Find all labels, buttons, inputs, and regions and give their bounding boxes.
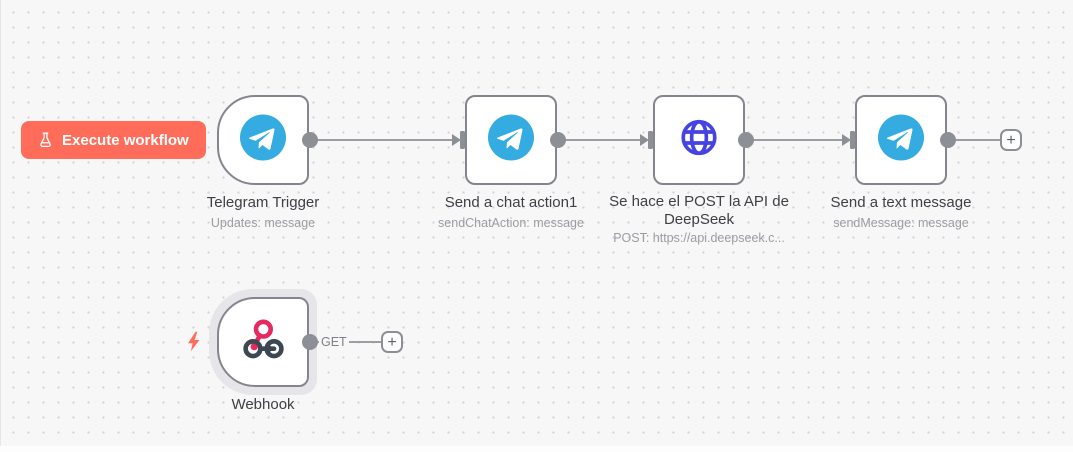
node-title: Send a chat action1	[444, 194, 578, 211]
node-subtitle: sendMessage: message	[833, 216, 969, 230]
node-send-text-message[interactable]	[855, 95, 947, 185]
node-subtitle: sendChatAction: message	[438, 216, 584, 230]
connection-arrow-icon	[452, 134, 461, 146]
node-title: Se hace el POST la API de DeepSeek	[609, 193, 789, 228]
node-send-chat-action[interactable]	[465, 95, 557, 185]
input-port	[460, 131, 465, 149]
node-title: Webhook	[231, 396, 295, 413]
output-connector[interactable]	[302, 132, 318, 148]
telegram-icon	[488, 114, 534, 166]
webhook-method-label: GET	[319, 334, 349, 350]
execute-workflow-button[interactable]: Execute workflow	[21, 121, 206, 159]
node-webhook[interactable]	[217, 297, 309, 387]
lightning-bolt-icon	[186, 331, 201, 357]
node-subtitle: Updates: message	[210, 216, 316, 230]
node-title: Send a text message	[830, 194, 972, 211]
output-connector[interactable]	[550, 132, 566, 148]
connection-arrow-icon	[640, 134, 649, 146]
connection-wire	[950, 139, 1002, 141]
plus-icon: +	[1006, 131, 1016, 149]
plus-icon: +	[387, 333, 397, 351]
globe-icon	[677, 116, 721, 165]
output-connector[interactable]	[738, 132, 754, 148]
node-title: Telegram Trigger	[206, 194, 320, 211]
output-connector[interactable]	[302, 334, 318, 350]
connection-wire	[748, 139, 842, 141]
canvas-edge-divider	[0, 0, 1, 452]
telegram-icon	[240, 114, 286, 166]
telegram-icon	[878, 114, 924, 166]
node-subtitle: POST: https://api.deepseek.c...	[613, 231, 785, 245]
node-telegram-trigger[interactable]	[217, 95, 309, 185]
input-port	[850, 131, 855, 149]
execute-workflow-label: Execute workflow	[62, 131, 189, 149]
webhook-icon	[240, 317, 286, 368]
input-port	[648, 131, 653, 149]
canvas-bottom-strip	[0, 446, 1073, 452]
output-connector[interactable]	[940, 132, 956, 148]
connection-arrow-icon	[842, 134, 851, 146]
add-node-button[interactable]: +	[1000, 129, 1022, 151]
node-http-request[interactable]	[653, 95, 745, 185]
add-node-button[interactable]: +	[381, 331, 403, 353]
flask-icon	[38, 132, 53, 148]
connection-wire	[560, 139, 640, 141]
connection-wire	[312, 139, 452, 141]
